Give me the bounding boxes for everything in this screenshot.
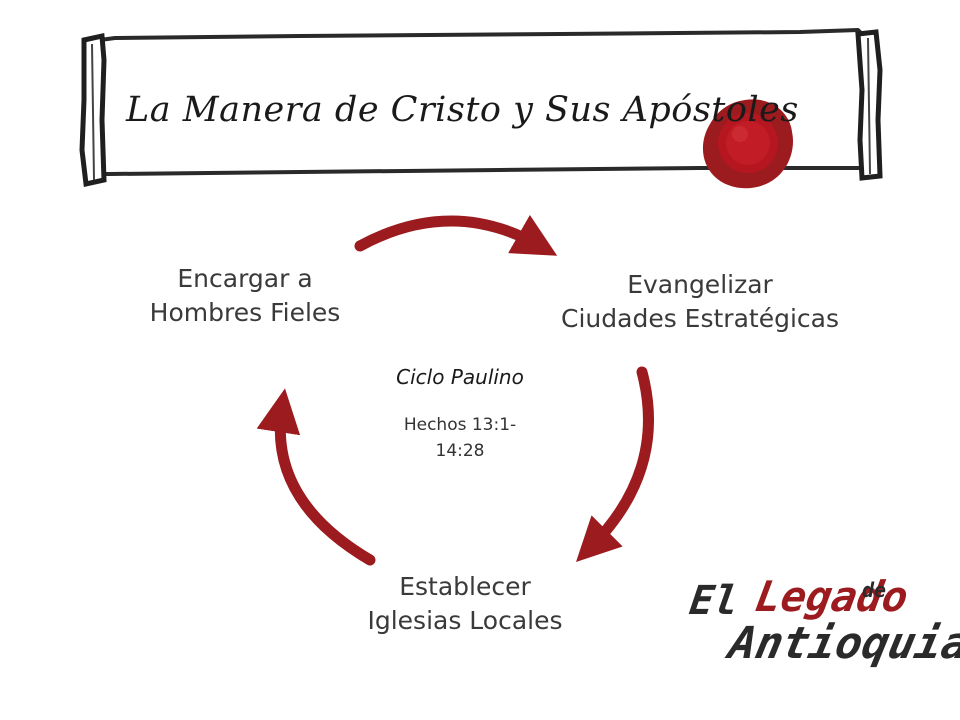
cycle-center-reference-line1: Hechos 13:1- [403,415,517,435]
node-encargar-line2: Hombres Fieles [149,298,341,327]
node-evangelizar: Evangelizar Ciudades Estratégicas [540,268,860,336]
node-evangelizar-line1: Evangelizar [627,270,773,299]
arrow-right [576,366,654,563]
cycle-center-title: Ciclo Paulino [396,365,524,389]
scroll-banner [79,28,883,189]
node-establecer-line1: Establecer [399,572,531,601]
logo-word-legado: Legado [751,572,913,621]
el-legado-de-antioquia-logo: El Legado de Antioquia [686,572,960,682]
banner-title: La Manera de Cristo y Sus Apóstoles [126,90,799,130]
logo-word-antioquia: Antioquia [724,618,960,669]
scroll-right-roll-line [867,37,871,175]
cycle-center-reference: Hechos 13:1- 14:28 [385,412,535,464]
node-encargar: Encargar a Hombres Fieles [120,262,370,330]
wax-seal-icon [702,99,794,189]
node-encargar-line1: Encargar a [177,264,313,293]
scroll-left-roll-line [91,43,95,181]
node-establecer: Establecer Iglesias Locales [330,570,600,638]
node-establecer-line2: Iglesias Locales [367,606,563,635]
arrow-left [256,388,376,566]
arrow-top [354,214,558,256]
logo-word-el: El [686,578,742,624]
cycle-center-reference-line2: 14:28 [435,441,485,461]
node-evangelizar-line2: Ciudades Estratégicas [561,304,839,333]
logo-word-de: de [862,578,887,602]
